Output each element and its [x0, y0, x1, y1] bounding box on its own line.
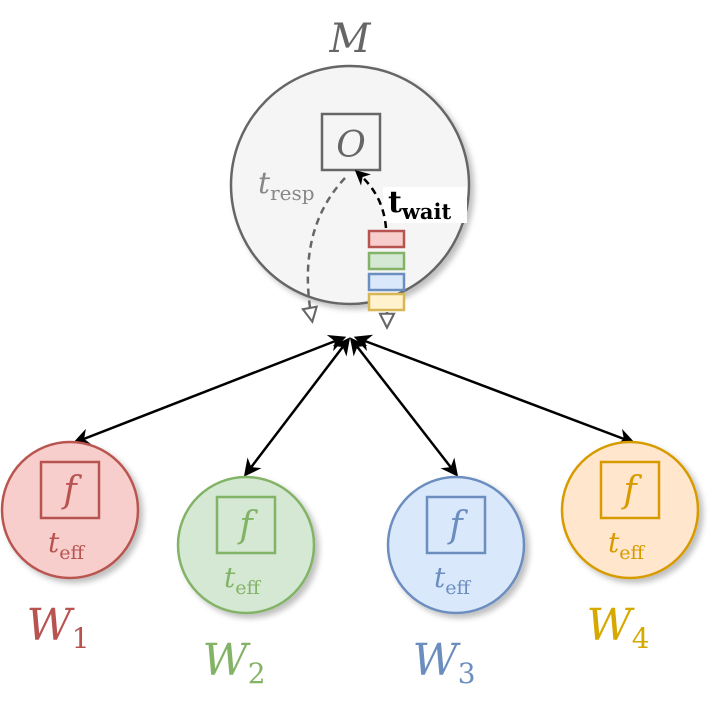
- worker-label: W1: [26, 600, 89, 655]
- queue-slot-1: [367, 229, 406, 249]
- t-resp-arrow: [308, 177, 346, 320]
- worker-label: W4: [586, 600, 649, 655]
- worker-label: W2: [202, 635, 265, 690]
- teff-label: teff: [608, 526, 646, 564]
- queue-slot-3: [367, 272, 406, 292]
- link-master-worker-3: [349, 337, 459, 477]
- t-resp-label: tresp: [258, 166, 315, 205]
- function-box: [425, 495, 487, 555]
- link-master-worker-4: [353, 334, 636, 446]
- orchestrator-box: [320, 112, 382, 172]
- teff-label: teff: [224, 561, 262, 599]
- queue-slot-2: [367, 251, 406, 271]
- teff-label: teff: [48, 526, 86, 564]
- t-wait-arrow: [354, 170, 388, 229]
- function-box: [215, 495, 277, 555]
- t-wait-label: twait: [388, 185, 452, 224]
- function-box: [599, 460, 661, 520]
- task-queue: [367, 229, 406, 312]
- teff-label: teff: [434, 561, 472, 599]
- link-master-worker-1: [72, 334, 347, 446]
- master-label: M: [329, 16, 372, 62]
- t-wait-background: [383, 187, 467, 223]
- function-box: [39, 460, 101, 520]
- connection-arrows: [72, 334, 636, 477]
- master-node: M O tresp twait: [229, 16, 471, 326]
- orchestrator-label: O: [336, 125, 366, 166]
- master-circle: [229, 64, 471, 306]
- queue-slot-4: [367, 292, 406, 312]
- link-master-worker-2: [243, 337, 351, 477]
- worker-label: W3: [412, 635, 475, 690]
